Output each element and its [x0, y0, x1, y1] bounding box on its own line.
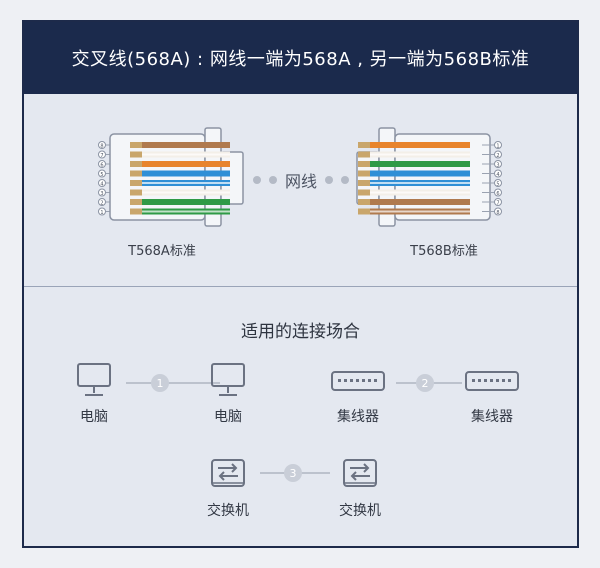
pin-marker	[494, 198, 502, 206]
wire	[370, 199, 470, 205]
wire-stripe	[142, 153, 230, 156]
pin-contact	[358, 189, 370, 196]
pin-number: 5	[496, 182, 499, 188]
pin-number: 1	[100, 210, 103, 216]
page-title: 交叉线(568A) : 网线一端为568A , 另一端为568B标准	[24, 22, 577, 94]
device-label: 交换机	[207, 503, 249, 519]
pin-contact	[358, 208, 370, 215]
pin-number: 2	[100, 201, 103, 207]
pair-number-1: 1	[151, 374, 169, 392]
wire	[142, 142, 230, 148]
pin-marker	[98, 207, 106, 216]
pin-contact	[130, 151, 142, 158]
pin-contact	[358, 170, 370, 177]
pin-marker	[494, 150, 502, 159]
wire	[142, 161, 230, 167]
pin-number: 8	[100, 144, 103, 150]
pin-contact	[130, 142, 142, 148]
pin-number: 6	[496, 191, 499, 197]
pin-number: 5	[100, 172, 103, 178]
pin-number: 8	[496, 210, 499, 216]
pin-marker	[494, 160, 502, 168]
device-label: 电脑	[80, 409, 108, 425]
device-label: 交换机	[339, 503, 381, 519]
device-label: 电脑	[214, 409, 242, 425]
pin-number: 2	[496, 153, 499, 159]
diagram-frame: 交叉线(568A) : 网线一端为568A , 另一端为568B标准 8 7 6 5 4…	[22, 20, 579, 548]
cable-label: 网线	[284, 172, 317, 191]
pin-marker	[494, 141, 502, 149]
pin-number: 7	[496, 201, 499, 207]
right-standard-label: T568B标准	[410, 244, 478, 259]
pin-number: 4	[496, 172, 499, 178]
hub-icon	[465, 371, 519, 391]
pin-marker	[494, 169, 502, 178]
pin-contact	[358, 161, 370, 167]
pin-marker	[98, 198, 106, 206]
wire	[370, 170, 470, 177]
wire	[142, 170, 230, 177]
computer-icon	[77, 363, 111, 396]
pin-marker	[98, 179, 106, 187]
pin-contact	[130, 199, 142, 205]
pin-number: 4	[100, 182, 103, 188]
switch-icon	[343, 459, 377, 487]
pin-number: 7	[100, 153, 103, 159]
pin-contact	[130, 208, 142, 215]
wire	[370, 142, 470, 148]
right-rj45-connector-icon: 1 2 3 4 5 6 7 8	[356, 127, 502, 227]
pin-marker	[494, 179, 502, 187]
wire-stripe	[370, 153, 470, 156]
wire-stripe	[142, 191, 230, 194]
dot-icon	[268, 176, 277, 184]
pin-marker	[494, 207, 502, 216]
computer-icon	[211, 363, 245, 396]
pin-contact	[358, 142, 370, 148]
wire-stripe	[142, 210, 230, 213]
pin-contact	[358, 151, 370, 158]
wire	[370, 161, 470, 167]
pin-marker	[98, 160, 106, 168]
dot-icon	[341, 176, 349, 184]
pin-contact	[130, 189, 142, 196]
dot-icon	[252, 176, 261, 184]
dot-icon	[325, 176, 333, 184]
cable-middle: 网线	[246, 167, 356, 193]
connection-line	[126, 382, 220, 384]
device-label: 集线器	[337, 409, 379, 425]
device-label: 集线器	[471, 409, 513, 425]
wire-stripe	[370, 182, 470, 184]
pin-contact	[358, 199, 370, 205]
pin-contact	[130, 170, 142, 177]
pin-marker	[98, 141, 106, 149]
left-standard-label: T568A标准	[128, 244, 196, 259]
switch-icon	[211, 459, 245, 487]
wire-stripe	[370, 191, 470, 194]
wire-stripe	[370, 210, 470, 213]
pair-number-2: 2	[416, 374, 434, 392]
pin-number: 6	[100, 163, 103, 169]
pin-contact	[130, 161, 142, 167]
usage-title: 适用的连接场合	[241, 322, 360, 342]
pin-contact	[358, 180, 370, 186]
pin-number: 3	[100, 191, 103, 197]
pair-number-3: 3	[284, 464, 302, 482]
pin-marker	[494, 188, 502, 197]
section-divider	[24, 286, 577, 287]
pin-marker	[98, 169, 106, 178]
pin-marker	[98, 150, 106, 159]
pin-marker	[98, 188, 106, 197]
hub-icon	[331, 371, 385, 391]
left-rj45-connector-icon: 8 7 6 5 4 3 2 1	[98, 127, 244, 227]
pin-contact	[130, 180, 142, 186]
wire-stripe	[142, 182, 230, 184]
pin-number: 1	[496, 144, 499, 150]
wire	[142, 199, 230, 205]
pin-number: 3	[496, 163, 499, 169]
